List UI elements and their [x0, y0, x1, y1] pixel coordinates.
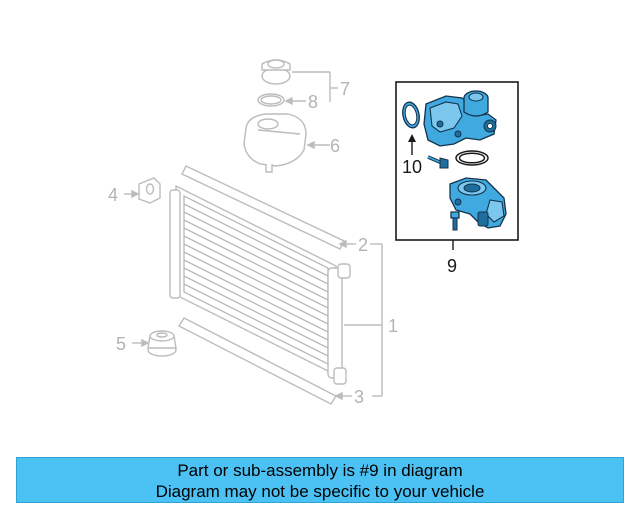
- callout-4: 4: [108, 185, 118, 205]
- callout-1: 1: [388, 316, 398, 336]
- stud: [450, 211, 460, 231]
- callout-leaders: [124, 71, 383, 401]
- gasket: [402, 101, 420, 129]
- cap-seal: [257, 93, 285, 107]
- banner-line-1: Part or sub-assembly is #9 in diagram: [177, 461, 463, 480]
- lower-bracket: [178, 317, 337, 405]
- callout-7: 7: [340, 79, 350, 99]
- radiator: [169, 184, 351, 385]
- mount-bracket: [138, 177, 161, 204]
- callout-5: 5: [116, 334, 126, 354]
- assembly-9-box: [395, 81, 519, 241]
- reservoir-cap: [261, 59, 291, 85]
- thermostat-housing-upper: [423, 90, 497, 147]
- banner-line-2: Diagram may not be specific to your vehi…: [155, 482, 485, 501]
- insulator: [147, 330, 177, 357]
- o-ring: [455, 150, 489, 166]
- coolant-reservoir: [243, 113, 307, 173]
- thermostat-housing-lower: [449, 177, 507, 229]
- callout-6: 6: [330, 136, 340, 156]
- bolt: [427, 155, 449, 169]
- callout-9: 9: [447, 256, 457, 276]
- callout-3: 3: [354, 387, 364, 407]
- callout-2: 2: [358, 235, 368, 255]
- parts-diagram: 7 8 6 4 2 1 5 3: [108, 59, 519, 407]
- callout-8: 8: [308, 92, 318, 112]
- part-info-banner: Part or sub-assembly is #9 in diagram Di…: [16, 457, 624, 503]
- upper-bracket: [181, 165, 345, 250]
- callout-10: 10: [402, 157, 422, 177]
